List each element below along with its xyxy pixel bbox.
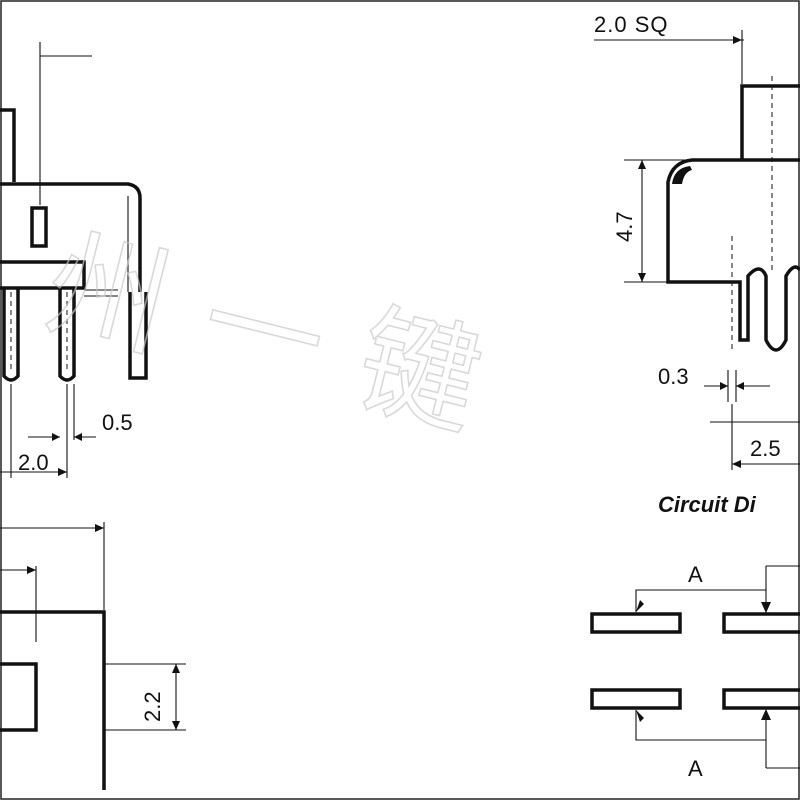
side-view-left [0,42,148,478]
contact-bottom-right [722,688,800,710]
top-view-knob [0,662,38,732]
front-view-right [594,30,800,470]
pin-2 [58,288,76,382]
switch-bottom-pivot [636,710,644,722]
thick-arrow-left [52,433,60,441]
thick-arrow-right [74,433,82,441]
spacing-arrow [732,460,741,468]
top-view-body [0,610,106,790]
front-body [666,158,800,342]
sq-dim-label: 2.0 SQ [594,12,668,37]
switch-top-wire [635,566,767,612]
body-outline [0,182,142,292]
knob-arrow [27,566,36,574]
height-dim-label: 4.7 [612,211,637,242]
switch-top-pivot [636,600,644,612]
pitch-arrow [58,468,67,476]
switch-bottom-wire [635,710,767,768]
contact-top-right [722,612,800,634]
top-view-left [0,522,186,790]
circuit-diagram-title: Circuit Di [658,492,757,517]
contact-top-left [590,612,682,634]
pin-width-label: 0.3 [658,364,689,389]
knob-height-label: 2.2 [140,691,165,722]
switch-top-arrow [761,602,771,613]
side-leg [128,292,148,380]
circuit-diagram [590,565,800,769]
switch-bottom-arrow [761,709,771,720]
knob-height-arrow-top [172,664,180,673]
pin-thickness-label: 0.5 [102,410,133,435]
body-corner [672,166,692,184]
width-arrow [95,524,104,532]
pin-width-arrow-r [736,382,744,390]
height-arrow-top [638,160,646,169]
base-plate [0,260,86,290]
sq-arrow [733,36,742,44]
pin-pitch-label: 2.0 [18,450,49,475]
pin-1 [2,288,20,382]
terminal-label-bottom: A [688,756,703,781]
u-pin [746,265,800,352]
pin-spacing-label: 2.5 [750,436,781,461]
height-arrow-bottom [638,273,646,282]
knob-height-arrow-bottom [172,721,180,730]
pin-width-arrow-l [720,382,728,390]
actuator-stub [0,108,16,182]
body-slot [30,206,48,248]
terminal-label-top: A [688,562,703,587]
actuator-knob [740,84,800,160]
contact-bottom-left [590,688,682,710]
